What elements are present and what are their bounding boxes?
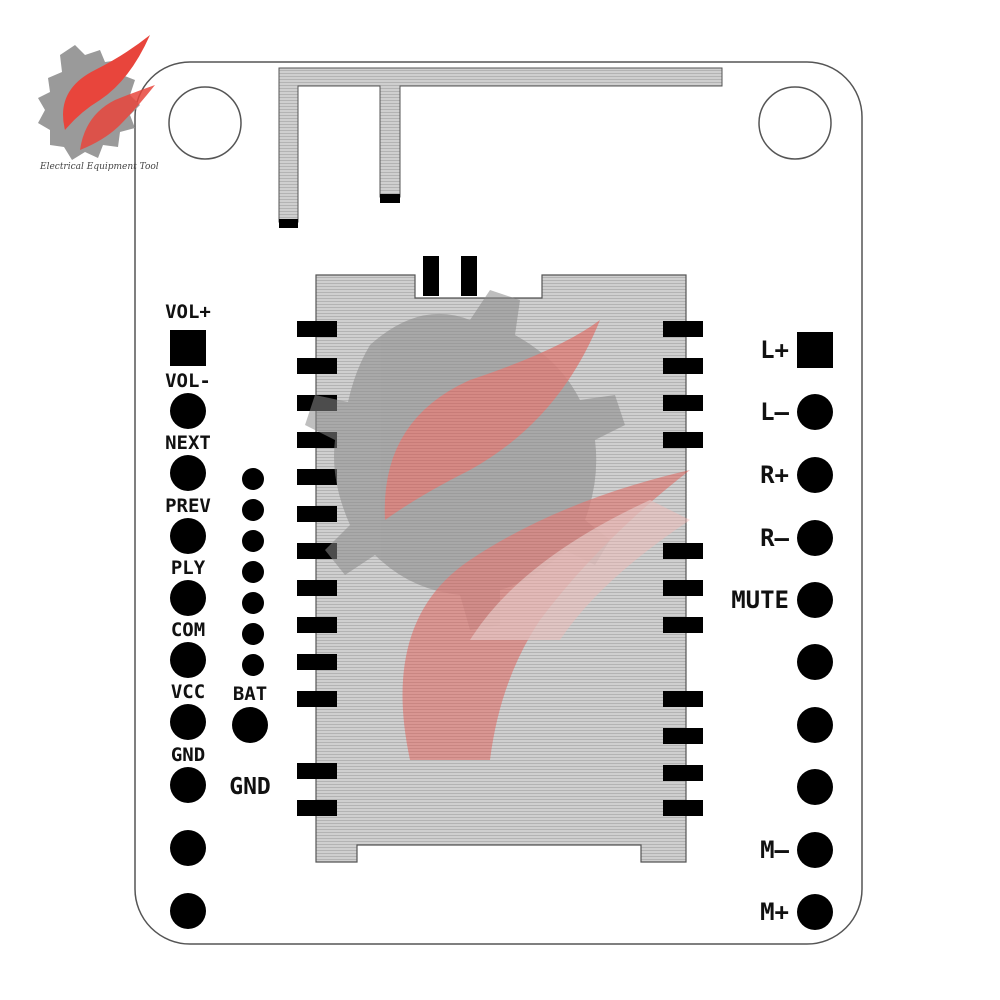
- module-top-pad: [423, 256, 439, 296]
- module-top-pad: [461, 256, 477, 296]
- right-header-pads: [797, 332, 833, 930]
- label-next: NEXT: [165, 432, 211, 454]
- label-vol-plus: VOL+: [165, 301, 211, 323]
- mounting-hole-left: [168, 86, 242, 160]
- via-column: [242, 468, 264, 676]
- pad-mute: [797, 582, 833, 618]
- label-gnd: GND: [170, 744, 206, 766]
- left-header-pads: [170, 330, 206, 929]
- pad-next: [170, 455, 206, 491]
- label-vol-minus: VOL-: [165, 370, 211, 392]
- pad-com: [170, 642, 206, 678]
- pad-unlabeled: [797, 769, 833, 805]
- label-vcc: VCC: [170, 681, 206, 703]
- pad-vcc: [170, 704, 206, 740]
- pad-vol-plus: [170, 330, 206, 366]
- pad-l-minus: [797, 394, 833, 430]
- pad-l-plus: [797, 332, 833, 368]
- label-ply: PLY: [170, 557, 206, 579]
- antenna-pad: [279, 219, 298, 228]
- gear-watermark-icon: [305, 290, 690, 760]
- pad-unlabeled: [170, 830, 206, 866]
- pad-r-minus: [797, 520, 833, 556]
- pad-ply: [170, 580, 206, 616]
- pad-m-minus: [797, 832, 833, 868]
- label-l-minus: L—: [760, 398, 789, 426]
- logo-caption: Electrical Equipment Tool: [40, 162, 159, 172]
- label-bat: BAT: [232, 683, 268, 705]
- pad-unlabeled: [797, 644, 833, 680]
- brand-logo-icon: [38, 35, 155, 160]
- label-l-plus: L+: [760, 336, 789, 364]
- pad-unlabeled: [797, 707, 833, 743]
- label-prev: PREV: [165, 495, 211, 517]
- label-r-plus: R+: [760, 461, 789, 489]
- label-battery-gnd: GND: [229, 774, 271, 800]
- pad-vol-minus: [170, 393, 206, 429]
- module-right-pads: [663, 321, 703, 816]
- label-m-plus: M+: [760, 898, 789, 926]
- mounting-hole-right: [758, 86, 832, 160]
- label-com: COM: [170, 619, 206, 641]
- pad-unlabeled: [170, 893, 206, 929]
- pad-bat: [232, 707, 268, 743]
- pad-r-plus: [797, 457, 833, 493]
- pad-prev: [170, 518, 206, 554]
- pad-gnd: [170, 767, 206, 803]
- label-r-minus: R—: [760, 524, 789, 552]
- antenna-pad: [380, 194, 400, 203]
- label-m-minus: M—: [760, 836, 789, 864]
- pad-m-plus: [797, 894, 833, 930]
- label-mute: MUTE: [731, 586, 789, 614]
